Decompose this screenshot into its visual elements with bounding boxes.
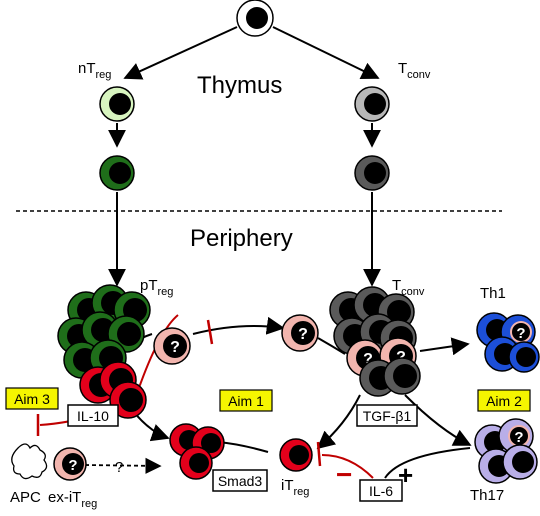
svg-text:Aim 3: Aim 3 — [14, 391, 50, 407]
aim2-badge: Aim 2 — [477, 389, 531, 412]
unknown-cell-1: ? — [153, 327, 191, 365]
tconv-mature-cell — [354, 155, 390, 191]
itreg-label: iTreg — [281, 477, 309, 498]
svg-text:?: ? — [68, 457, 77, 474]
svg-text:Aim 2: Aim 2 — [486, 393, 522, 409]
tconv-cluster: ? ? — [329, 286, 421, 397]
svg-text:?: ? — [514, 429, 523, 446]
precursor-cell — [236, 0, 274, 37]
arrow-unknown-to-tconv — [317, 337, 346, 355]
ptreg-cluster — [57, 284, 151, 419]
apc-shape — [11, 443, 48, 480]
unknown-cell-2: ? — [281, 314, 319, 352]
smad3-box: Smad3 — [212, 469, 268, 492]
plus-sign: + — [398, 460, 413, 490]
svg-text:Aim 1: Aim 1 — [228, 393, 264, 409]
svg-text:?: ? — [170, 339, 180, 356]
aim3-badge: Aim 3 — [5, 387, 59, 410]
tgfb1-box: TGF-β1 — [356, 404, 418, 427]
tconv-top-label: Tconv — [398, 60, 431, 81]
svg-text:?: ? — [298, 326, 308, 343]
apc-label: APC — [10, 489, 41, 506]
ntreg-cell — [99, 86, 135, 122]
arrow-to-ntreg — [123, 26, 238, 80]
svg-text:Smad3: Smad3 — [218, 473, 263, 489]
dashed-arrow-ex-itreg — [84, 457, 162, 474]
arrow-tconv-to-th1 — [419, 337, 470, 356]
itreg-cell — [279, 438, 313, 472]
il10-box: IL-10 — [67, 404, 119, 427]
th1-label: Th1 — [480, 285, 506, 302]
il6-box: IL-6 — [359, 479, 403, 502]
aim1-badge: Aim 1 — [219, 389, 273, 412]
il6-inhibition-curve — [321, 454, 374, 479]
tconv-mid-label: Tconv — [392, 277, 425, 298]
ntreg-label: nTreg — [78, 60, 111, 81]
periphery-label: Periphery — [190, 225, 293, 252]
inhibition-bar-top — [206, 319, 214, 345]
red-cell-cluster — [169, 423, 225, 480]
ptreg-label: pTreg — [140, 277, 173, 298]
svg-text:IL-6: IL-6 — [369, 483, 393, 499]
svg-text:?: ? — [516, 325, 525, 342]
minus-sign: − — [336, 459, 352, 490]
th17-cluster: ? — [474, 418, 538, 484]
th1-cluster: ? — [476, 312, 540, 373]
svg-text:?: ? — [363, 351, 373, 368]
inhibition-bar-itreg — [316, 441, 322, 467]
ex-itreg-label: ex-iTreg — [48, 489, 97, 510]
ntreg-mature-cell — [99, 155, 135, 191]
tconv-cell-light — [354, 86, 390, 122]
arrow-to-tconv — [272, 26, 380, 80]
svg-text:IL-10: IL-10 — [77, 408, 109, 424]
dashed-unknown-mark: ? — [115, 459, 123, 476]
ex-itreg-cell: ? — [53, 447, 87, 481]
arrow-tconv-to-th17 — [404, 394, 472, 446]
arrow-itreg-to-red-cluster — [217, 441, 269, 453]
arrow-unknown-to-unknown — [192, 316, 285, 335]
th17-label: Th17 — [470, 487, 504, 504]
thymus-label: Thymus — [197, 72, 282, 99]
arrow-tconv-to-itreg — [316, 394, 361, 450]
il6-activation-curve — [384, 447, 471, 479]
svg-text:TGF-β1: TGF-β1 — [363, 408, 412, 424]
